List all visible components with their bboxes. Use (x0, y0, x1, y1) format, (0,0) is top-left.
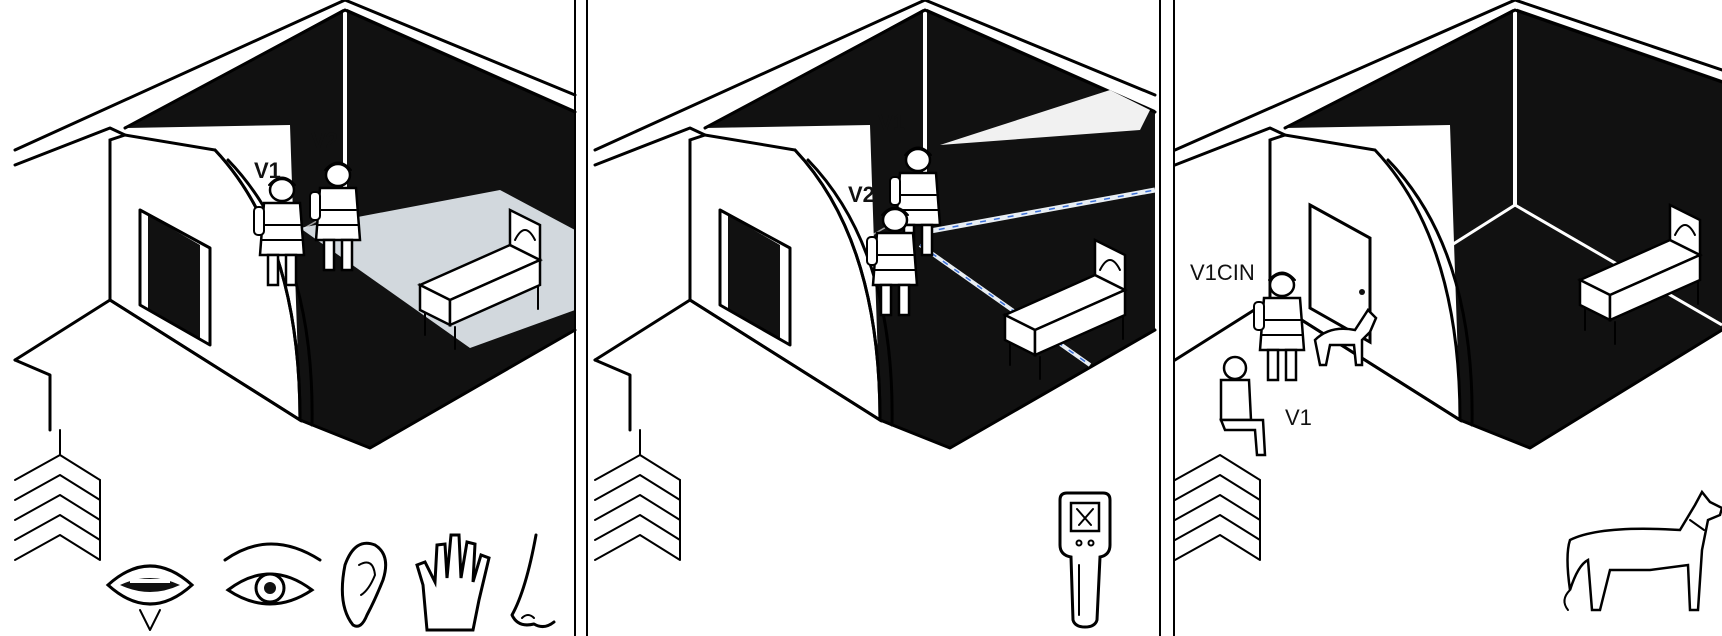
panel-2: V1 V2 (595, 0, 1155, 627)
label-v2: V2 (311, 128, 338, 153)
hand-icon (417, 535, 489, 630)
label-v2: V2 (848, 182, 875, 207)
mouth-icon (108, 566, 192, 630)
panel-1: V1 V2 (15, 0, 575, 630)
label-v1: V1 (1285, 405, 1312, 430)
nose-icon (512, 535, 554, 627)
label-v1cin: V1CIN (1190, 260, 1255, 285)
dog-icon (1564, 492, 1722, 610)
label-v1: V1 (878, 110, 905, 135)
thermal-camera-icon (1060, 493, 1110, 627)
eye-icon (225, 544, 320, 604)
ear-icon (342, 543, 385, 626)
panel-3: V1CIN V1 (1175, 0, 1722, 610)
label-v1: V1 (254, 158, 281, 183)
seated-person-v1 (1221, 357, 1265, 455)
